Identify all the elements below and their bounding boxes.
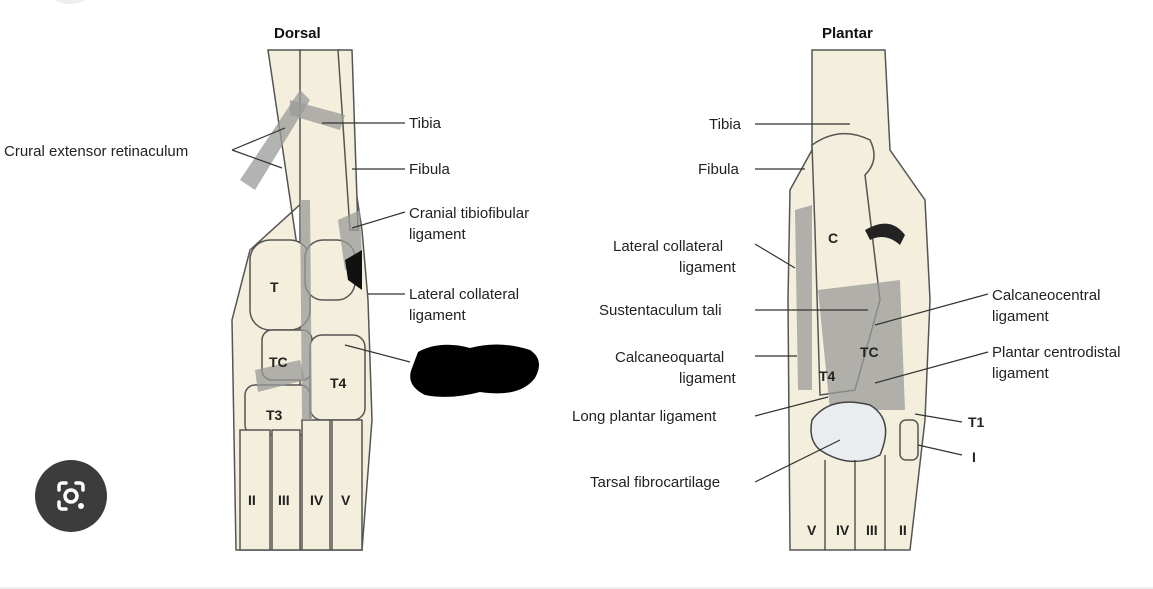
lens-search-button[interactable]: [35, 460, 107, 532]
plantar-illustration: [787, 49, 931, 551]
label-calcaneoquartal-2: ligament: [679, 370, 737, 387]
bone-label-ii-plantar: II: [899, 522, 907, 538]
bone-label-t: T: [270, 279, 279, 295]
bone-label-iv: IV: [310, 492, 324, 508]
bone-label-tc-plantar: TC: [860, 344, 879, 360]
label-calcaneoquartal-1: Calcaneoquartal: [615, 349, 724, 366]
label-fibula: Fibula: [409, 161, 451, 178]
label-plantar-centrodistal-2: ligament: [992, 365, 1050, 382]
bone-label-t4-plantar: T4: [819, 368, 836, 384]
bone-label-v-plantar: V: [807, 522, 817, 538]
bone-label-t4: T4: [330, 375, 347, 391]
bone-label-iii: III: [278, 492, 290, 508]
label-sustentaculum-tali: Sustentaculum tali: [599, 302, 722, 319]
label-calcaneocentral-2: ligament: [992, 308, 1050, 325]
label-plantar-lateral-collateral-2: ligament: [679, 259, 737, 276]
camera-search-icon: [57, 481, 85, 511]
plantar-title: Plantar: [822, 25, 873, 42]
label-i: I: [972, 449, 976, 465]
bone-label-c: C: [828, 230, 838, 246]
label-tibia: Tibia: [409, 115, 442, 132]
label-long-plantar-ligament: Long plantar ligament: [572, 408, 717, 425]
label-t1: T1: [968, 414, 985, 430]
label-tarsal-fibrocartilage: Tarsal fibrocartilage: [590, 474, 720, 491]
label-crural-extensor-retinaculum: Crural extensor retinaculum: [4, 143, 188, 160]
label-plantar-centrodistal-1: Plantar centrodistal: [992, 344, 1120, 361]
bone-label-iv-plantar: IV: [836, 522, 850, 538]
label-calcaneocentral-1: Calcaneocentral: [992, 287, 1100, 304]
bone-label-iii-plantar: III: [866, 522, 878, 538]
label-plantar-lateral-collateral-1: Lateral collateral: [613, 238, 723, 255]
bone-label-t3: T3: [266, 407, 283, 423]
label-lateral-collateral-1: Lateral collateral: [409, 286, 519, 303]
redaction-scribble: [410, 344, 539, 397]
partial-circle: [54, 0, 86, 4]
dorsal-title: Dorsal: [274, 25, 321, 42]
label-lateral-collateral-2: ligament: [409, 307, 467, 324]
bone-label-tc: TC: [269, 354, 288, 370]
dorsal-illustration: [231, 49, 373, 551]
label-cranial-tibiofibular-2: ligament: [409, 226, 467, 243]
label-plantar-tibia: Tibia: [709, 116, 742, 133]
bone-label-v: V: [341, 492, 351, 508]
bone-label-ii: II: [248, 492, 256, 508]
label-cranial-tibiofibular-1: Cranial tibiofibular: [409, 205, 529, 222]
label-plantar-fibula: Fibula: [698, 161, 740, 178]
